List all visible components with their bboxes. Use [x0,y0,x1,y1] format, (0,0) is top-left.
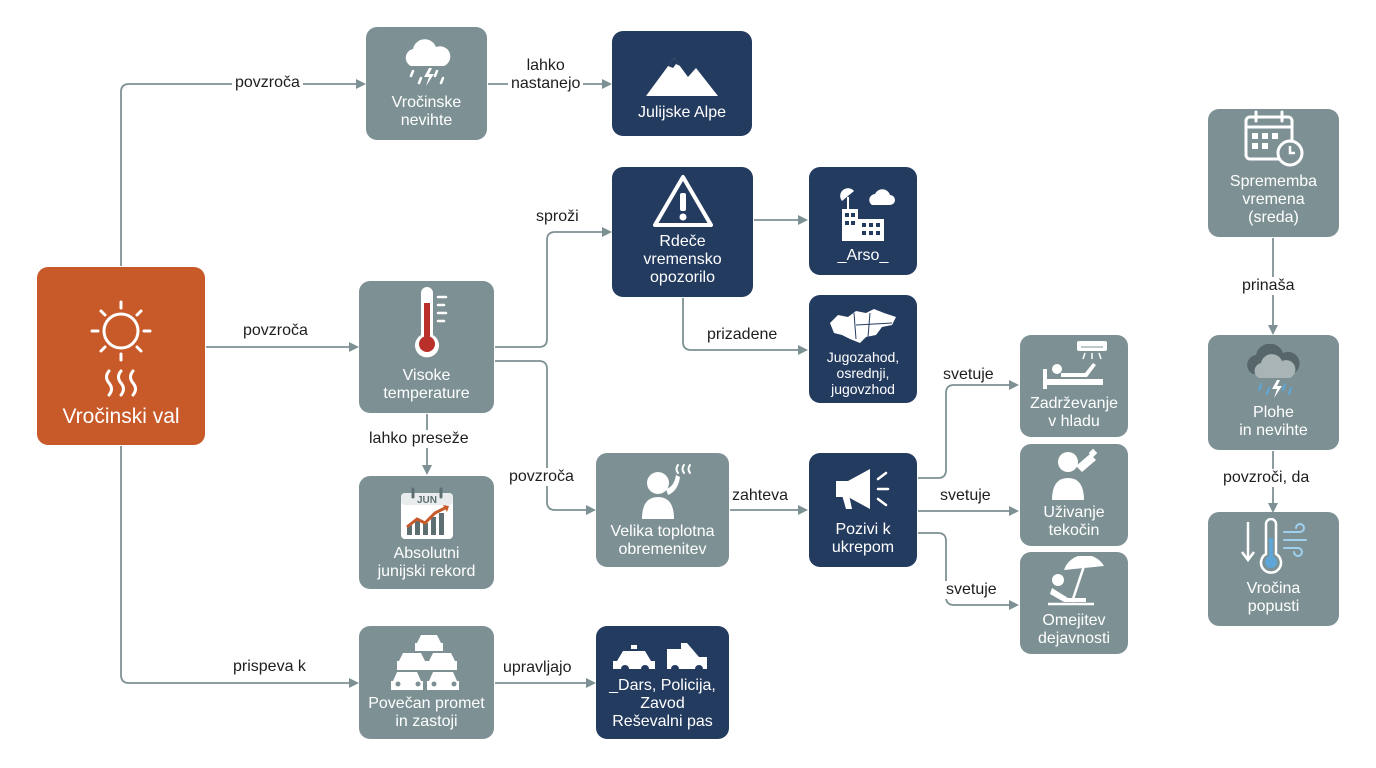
calendar-clock-icon [1244,110,1303,167]
node-red-alert: Rdeče vremensko opozorilo [612,167,753,297]
edge-heatwave-traffic [120,446,359,688]
node-label: Vročinske nevihte [391,94,462,129]
node-label: Zadrževanje v hladu [1029,395,1119,430]
edge-hightemp-alert [495,227,612,348]
node-label: _Dars, Policija, Zavod Reševalni pas [609,677,716,730]
node-label: Absolutni junijski rekord [377,545,476,580]
cooling-thermometer-icon [1240,518,1307,574]
node-label: _Arso_ [837,247,889,264]
sun-heat-icon [90,300,152,397]
storm-cloud-icon [405,39,450,86]
node-weather-change: Sprememba vremena (sreda) [1208,109,1339,237]
edge-heatwave-storms [120,79,366,266]
edge-label-svetuje-cool: svetuje [940,366,997,384]
node-label: Sprememba vremena (sreda) [1229,173,1318,226]
node-alps: Julijske Alpe [612,31,752,136]
node-regions: Jugozahod, osrednji, jugovzhod [809,295,917,403]
node-heat-stress: Velika toplotna obremenitev [596,453,729,567]
edge-label-prinasa: prinaša [1239,277,1298,295]
megaphone-icon [836,469,890,509]
cars-icon [390,635,459,690]
sweating-person-icon [641,464,691,519]
beach-umbrella-icon [1048,556,1104,606]
edge-hightemp-stress [495,360,596,515]
node-label: Velika toplotna obremenitev [610,523,715,558]
edge-calls-limit [918,532,1019,610]
edge-label-povzroca-stress: povzroča [506,468,577,486]
edge-label-povzroci-da: povzroči, da [1220,469,1313,487]
edge-calls-cool [918,380,1019,479]
edge-label-prispeva-k: prispeva k [230,658,309,676]
mountain-icon [646,58,718,96]
node-label: Uživanje tekočin [1043,504,1105,539]
edge-label-upravljajo: upravljajo [500,659,575,677]
edge-label-lahko-nastanejo: lahko nastanejo [508,57,584,93]
node-label: Jugozahod, osrednji, jugovzhod [826,349,900,397]
node-arso: _Arso_ [809,167,917,275]
node-heat-eases: Vročina popusti [1208,512,1339,626]
node-heatwave: Vročinski val [37,267,205,445]
node-storms: Vročinske nevihte [366,27,487,140]
slovenia-map-icon [830,309,896,343]
edge-label-prizadene: prizadene [704,326,781,344]
node-label: Rdeče vremensko opozorilo [643,233,722,286]
node-label: Visoke temperature [383,367,470,402]
node-fluids: Uživanje tekočin [1020,444,1128,546]
calendar-month-text: JUN [416,495,436,506]
node-limit: Omejitev dejavnosti [1020,552,1128,654]
node-label: Povečan promet in zastoji [368,695,485,730]
edge-label-sprozi: sproži [533,208,582,226]
node-label: Vročina popusti [1246,580,1301,615]
warning-icon [652,175,713,227]
edge-label-svetuje-limit: svetuje [943,581,1000,599]
node-label: Pozivi k ukrepom [831,521,895,556]
rain-lightning-icon [1246,344,1300,398]
police-tow-icon [612,643,707,673]
node-record: JUN Absolutni junijski rekord [359,476,494,589]
node-high-temp: Visoke temperature [359,281,494,413]
drinking-person-icon [1052,448,1098,500]
thermometer-icon [414,287,447,358]
arso-building-icon [840,188,895,241]
edge-label-povzroca-storms: povzroča [232,74,303,92]
edge-label-zahteva: zahteva [729,487,792,505]
node-label: Plohe in nevihte [1239,404,1308,439]
node-showers: Plohe in nevihte [1208,335,1339,450]
edge-alert-regions [682,298,808,355]
calendar-chart-icon: JUN [400,487,453,539]
edge-label-povzroca-hightemp: povzroča [240,322,311,340]
node-calls: Pozivi k ukrepom [809,453,917,567]
edge-label-svetuje-fluids: svetuje [937,487,994,505]
node-label: Omejitev dejavnosti [1037,612,1111,647]
node-label: Julijske Alpe [637,104,727,121]
node-label: Vročinski val [62,405,180,428]
node-cool: Zadrževanje v hladu [1020,335,1128,437]
node-dars: _Dars, Policija, Zavod Reševalni pas [596,626,729,739]
resting-ac-icon [1043,341,1107,389]
node-traffic: Povečan promet in zastoji [359,626,494,739]
edge-label-lahko-presege: lahko preseže [366,430,472,448]
